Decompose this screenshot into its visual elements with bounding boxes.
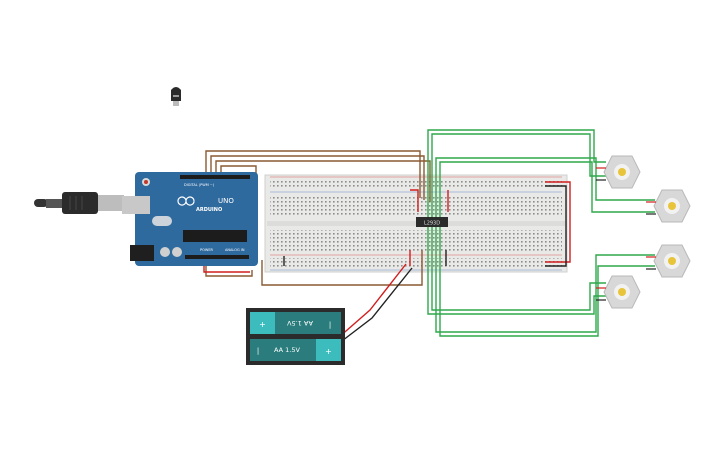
usb-cable[interactable]	[34, 192, 124, 214]
analog-header	[185, 255, 249, 259]
dc-motor-3[interactable]	[653, 244, 691, 278]
usb-port	[122, 196, 150, 214]
battery-pack[interactable]: + | AA 1.5V | + AA 1.5V	[246, 308, 345, 365]
power-label: POWER	[200, 248, 214, 252]
breadboard-bottom-rail	[270, 258, 562, 267]
arduino-brand-label: ARDUINO	[196, 207, 222, 213]
dc-motor-2[interactable]	[653, 189, 691, 223]
crystal	[152, 216, 172, 226]
motor-leads	[596, 167, 656, 301]
motor-hub-icon	[618, 168, 626, 176]
capacitor	[172, 247, 182, 257]
sensor-component[interactable]	[171, 87, 181, 106]
chip-label: L293D	[424, 221, 440, 227]
battery-top-plus: +	[259, 320, 266, 329]
breadboard-top-rail	[270, 180, 562, 189]
l293d-chip[interactable]: L293D	[416, 217, 448, 227]
arduino-model-label: UNO	[218, 197, 234, 205]
power-jack	[130, 245, 154, 261]
black-wires[interactable]	[283, 185, 567, 345]
dc-motor-1[interactable]	[603, 155, 641, 189]
dc-motor-4[interactable]	[603, 275, 641, 309]
battery-bottom-minus: |	[257, 347, 259, 355]
green-wires[interactable]	[427, 129, 655, 337]
digital-label: DIGITAL (PWM ~)	[184, 183, 215, 187]
battery-top-label: AA 1.5V	[286, 319, 312, 327]
digital-header	[180, 175, 250, 179]
battery-bottom-plus: +	[325, 347, 332, 356]
brown-wires[interactable]	[205, 150, 431, 286]
motor-hub-icon	[668, 202, 676, 210]
sensor-label-mark	[173, 95, 179, 97]
arduino-logo-icon	[177, 196, 195, 206]
breadboard-bottom-terminals	[270, 230, 562, 251]
battery-bottom-label: AA 1.5V	[274, 346, 300, 354]
capacitor	[160, 247, 170, 257]
motor-hub-icon	[668, 257, 676, 265]
breadboard-top-terminals	[270, 196, 562, 217]
analog-label: ANALOG IN	[225, 248, 245, 252]
battery-top-minus: |	[329, 321, 331, 329]
red-wires[interactable]	[203, 181, 571, 339]
atmega-chip	[183, 230, 247, 242]
arduino-uno-board[interactable]: DIGITAL (PWM ~) ARDUINO UNO POWER ANALOG…	[122, 172, 258, 266]
motor-hub-icon	[618, 288, 626, 296]
